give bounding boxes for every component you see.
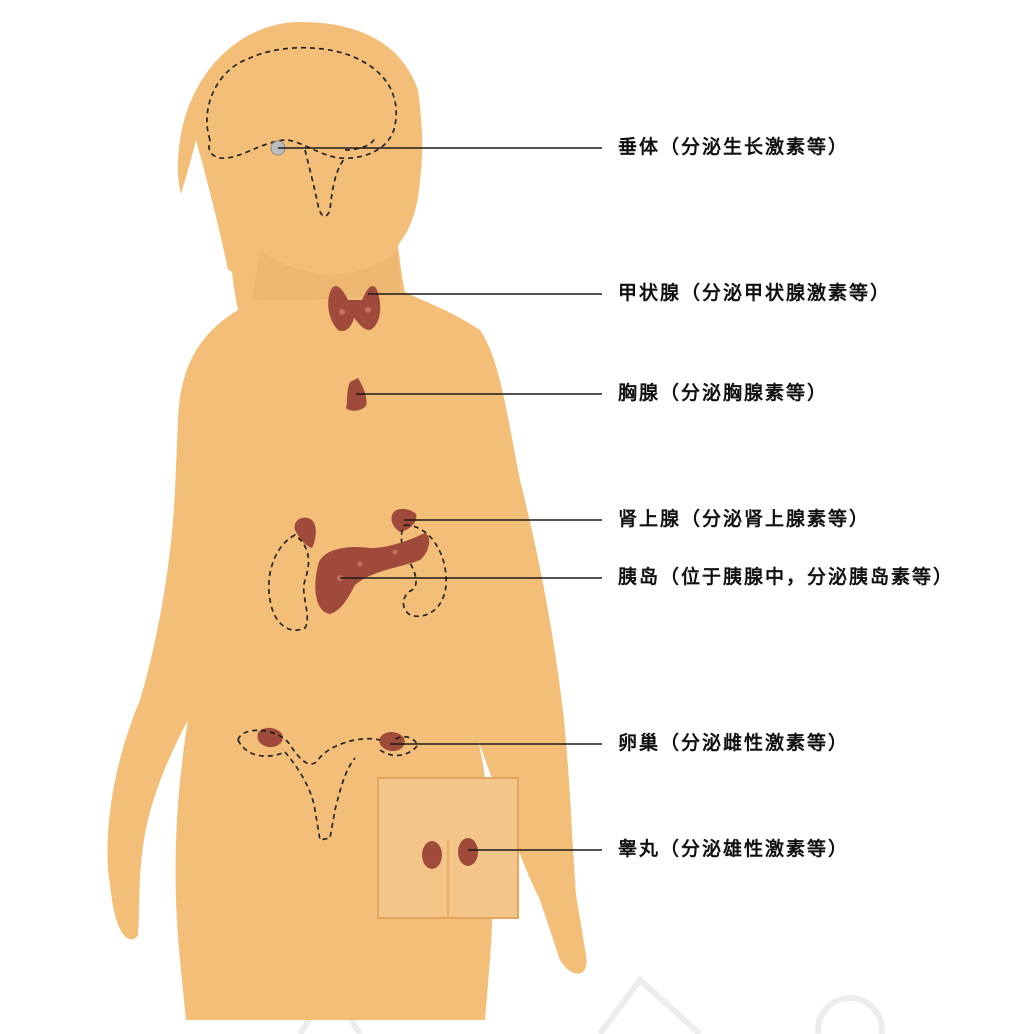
ovary-right <box>379 732 405 752</box>
label-thyroid: 甲状腺（分泌甲状腺激素等） <box>618 282 892 304</box>
face-profile <box>176 140 228 270</box>
leader-lines <box>278 147 602 851</box>
testis-left <box>422 841 442 869</box>
label-adrenal: 肾上腺（分泌肾上腺素等） <box>618 508 871 530</box>
cerebellum-outline <box>344 137 376 151</box>
ovary-left <box>257 727 283 748</box>
adrenal-gland-left <box>294 517 316 548</box>
neck-shade <box>252 250 400 300</box>
adrenal-gland-right <box>391 508 417 532</box>
label-pancreatic-islet: 胰岛（位于胰腺中，分泌胰岛素等） <box>618 566 955 588</box>
brain-outline <box>206 46 397 159</box>
uterus-outline <box>237 729 419 841</box>
testis-right <box>458 838 478 866</box>
thyroid-gland <box>328 286 381 332</box>
kidney-outline-left <box>268 534 310 631</box>
label-ovary: 卵巢（分泌雌性激素等） <box>618 732 850 754</box>
testis-inset <box>377 777 519 919</box>
label-thymus: 胸腺（分泌胸腺素等） <box>618 382 829 404</box>
body-silhouette <box>107 22 587 1020</box>
label-testis: 睾丸（分泌雄性激素等） <box>618 838 850 860</box>
label-pituitary: 垂体（分泌生长激素等） <box>618 136 850 158</box>
pancreas-gland <box>315 533 430 614</box>
brainstem-outline <box>304 149 346 218</box>
